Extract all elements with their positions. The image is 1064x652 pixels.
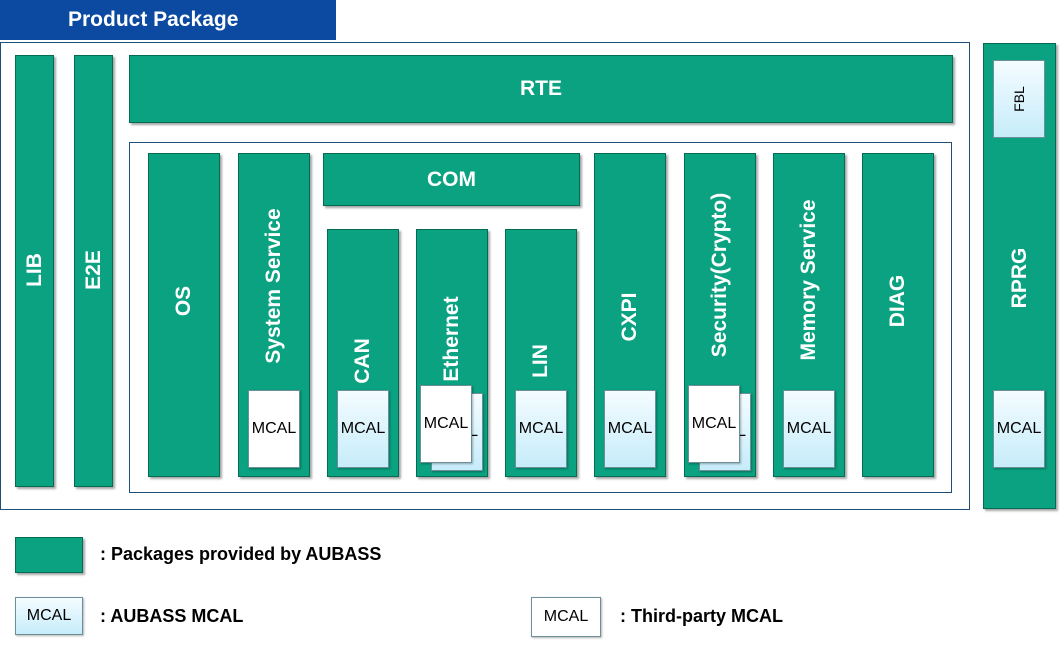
package-os: OS [148,153,220,477]
fbl-label: FBL [1011,86,1027,112]
legend-aubass-mcal-text: : AUBASS MCAL [100,606,244,626]
package-memory-service-label: Memory Service [797,199,820,361]
legend-aubass-mcal-swatch: MCAL [15,597,83,635]
package-rte: RTE [129,55,953,123]
legend-third-party-mcal-swatch: MCAL [531,597,601,637]
mcal-system-service-third-party: MCAL [248,390,300,468]
legend-packages-text: : Packages provided by AUBASS [100,544,382,564]
package-ethernet-label: Ethernet [440,296,463,382]
package-com-label: COM [427,167,476,191]
package-os-label: OS [172,285,195,317]
legend-package-swatch [15,537,83,573]
package-e2e: E2E [74,55,113,487]
product-package-frame [0,42,970,510]
package-diag: DIAG [862,153,934,477]
package-rte-label: RTE [520,77,562,100]
legend-third-party-mcal-text: : Third-party MCAL [620,606,783,626]
package-com: COM [323,153,580,206]
mcal-lin-aubass: MCAL [515,390,567,468]
package-lib-label: LIB [22,253,46,287]
package-system-service-label: System Service [262,208,285,364]
mcal-cxpi-aubass: MCAL [604,390,656,468]
mcal-ethernet-third-party: MCAL [420,385,472,463]
package-diag-label: DIAG [886,274,909,328]
mcal-security-third-party: MCAL [688,385,740,463]
package-security-crypto-label: Security(Crypto) [708,192,731,358]
package-can-label: CAN [351,338,374,384]
page-title: Product Package [0,0,336,40]
bsw-stack-frame [129,142,952,493]
mcal-rprg-aubass: MCAL [993,390,1045,468]
mcal-memory-service-aubass: MCAL [783,390,835,468]
package-e2e-label: E2E [81,250,105,290]
package-lin-label: LIN [529,344,552,378]
package-rprg-label: RPRG [1007,247,1031,309]
fbl-box: FBL [993,60,1045,138]
package-lib: LIB [15,55,54,487]
mcal-can-aubass: MCAL [337,390,389,468]
package-cxpi-label: CXPI [618,292,641,342]
